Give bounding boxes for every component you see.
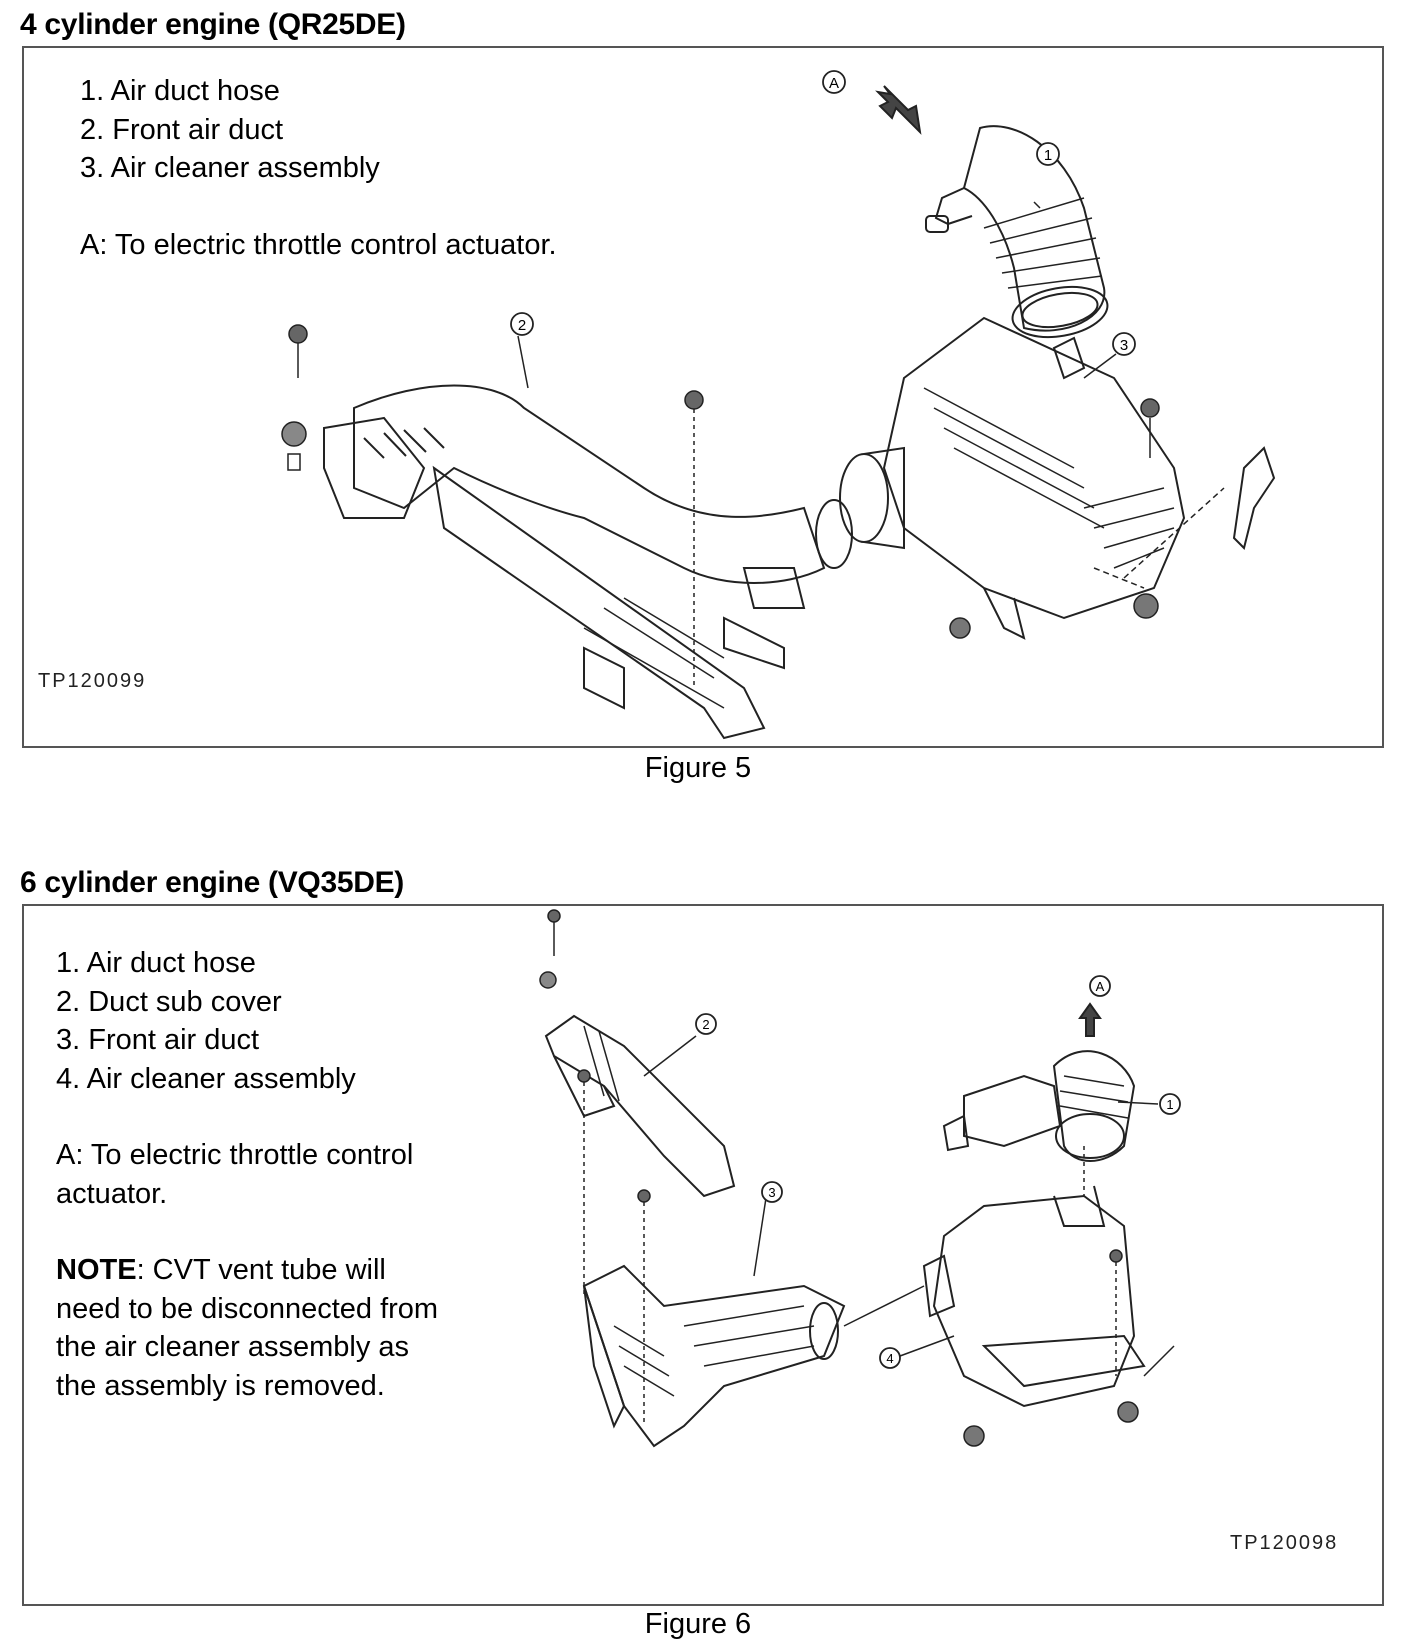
fig6-note-line3: the air cleaner assembly as [56, 1331, 409, 1363]
fig6-callout-a: A [1089, 975, 1111, 997]
fig5-air-duct-hose [925, 125, 1109, 339]
fig6-callout-1: 1 [1159, 1093, 1181, 1115]
fig5-frame: 1. Air duct hose 2. Front air duct 3. Ai… [22, 46, 1384, 748]
fig6-note-a-line1: A: To electric throttle control [56, 1139, 414, 1171]
fig5-legend: 1. Air duct hose 2. Front air duct 3. Ai… [80, 72, 557, 264]
fig5-callout-lines [517, 201, 1117, 389]
fig6-front-air-duct [582, 1264, 846, 1448]
fig6-note-line4: the assembly is removed. [56, 1369, 385, 1402]
fig6-callout-3-label: 3 [768, 1185, 775, 1200]
fig5-air-cleaner-assembly [839, 316, 1276, 640]
fig6-note-line1: NOTE: CVT vent tube will [56, 1254, 386, 1286]
fig6-legend-item-3: 3. Front air duct [56, 1024, 260, 1056]
fig5-code: TP120099 [38, 670, 147, 692]
fig6-arrow-a-icon [1078, 1002, 1102, 1037]
fig6-legend: 1. Air duct hose 2. Duct sub cover 3. Fr… [56, 944, 438, 1405]
fig5-callout-3: 3 [1112, 332, 1136, 356]
fig6-caption: Figure 6 [644, 1608, 752, 1640]
fig5-callout-3-label: 3 [1120, 337, 1128, 354]
fig5-front-air-duct [323, 384, 853, 740]
fig5-note-a: A: To electric throttle control actuator… [80, 228, 557, 261]
fig6-frame: 1. Air duct hose 2. Duct sub cover 3. Fr… [22, 904, 1384, 1606]
fig6-callout-1-label: 1 [1166, 1097, 1173, 1112]
fig5-diagram: A 1 2 3 [281, 70, 1276, 740]
fig6-legend-item-4: 4. Air cleaner assembly [56, 1062, 356, 1095]
fig6-diagram: A 1 2 3 4 [539, 909, 1181, 1448]
fig6-air-duct-hose [942, 1050, 1136, 1162]
fig6-callout-2-label: 2 [702, 1017, 709, 1032]
fig6-callout-2: 2 [695, 1013, 717, 1035]
fig5-callout-a: A [822, 70, 846, 94]
fig6-note-label: NOTE [56, 1254, 137, 1286]
fig5-legend-item-3: 3. Air cleaner assembly [80, 152, 380, 184]
fig5-bolts [281, 324, 1225, 688]
fig6-callout-4: 4 [879, 1347, 901, 1369]
fig6-callout-4-label: 4 [886, 1351, 893, 1366]
fig5-legend-item-2: 2. Front air duct [80, 113, 284, 146]
fig5-callout-2: 2 [510, 312, 534, 336]
fig5-caption: Figure 5 [644, 752, 752, 784]
fig6-bolts [539, 909, 1175, 1447]
fig6-legend-item-2: 2. Duct sub cover [56, 985, 282, 1018]
fig5-callout-2-label: 2 [518, 317, 526, 334]
fig6-note-line2: need to be disconnected from [56, 1292, 439, 1325]
fig5-arrow-a-icon [875, 85, 922, 135]
fig6-callout-lines [643, 1035, 1159, 1357]
fig6-note-a-line2: actuator. [56, 1177, 168, 1210]
fig6-callout-3: 3 [761, 1181, 783, 1203]
fig6-title: 6 cylinder engine (VQ35DE) [20, 866, 404, 899]
fig5-callout-a-label: A [829, 75, 839, 92]
fig6-duct-sub-cover [544, 1014, 736, 1198]
fig6-air-cleaner-assembly [922, 1185, 1146, 1408]
fig5-title: 4 cylinder engine (QR25DE) [20, 8, 406, 41]
fig6-code: TP120098 [1230, 1532, 1339, 1554]
fig5-legend-item-1: 1. Air duct hose [80, 75, 280, 107]
fig6-callout-a-label: A [1096, 979, 1105, 994]
fig5-callout-1-label: 1 [1044, 147, 1052, 164]
fig6-legend-item-1: 1. Air duct hose [56, 947, 256, 979]
fig5-callout-1: 1 [1036, 142, 1060, 166]
